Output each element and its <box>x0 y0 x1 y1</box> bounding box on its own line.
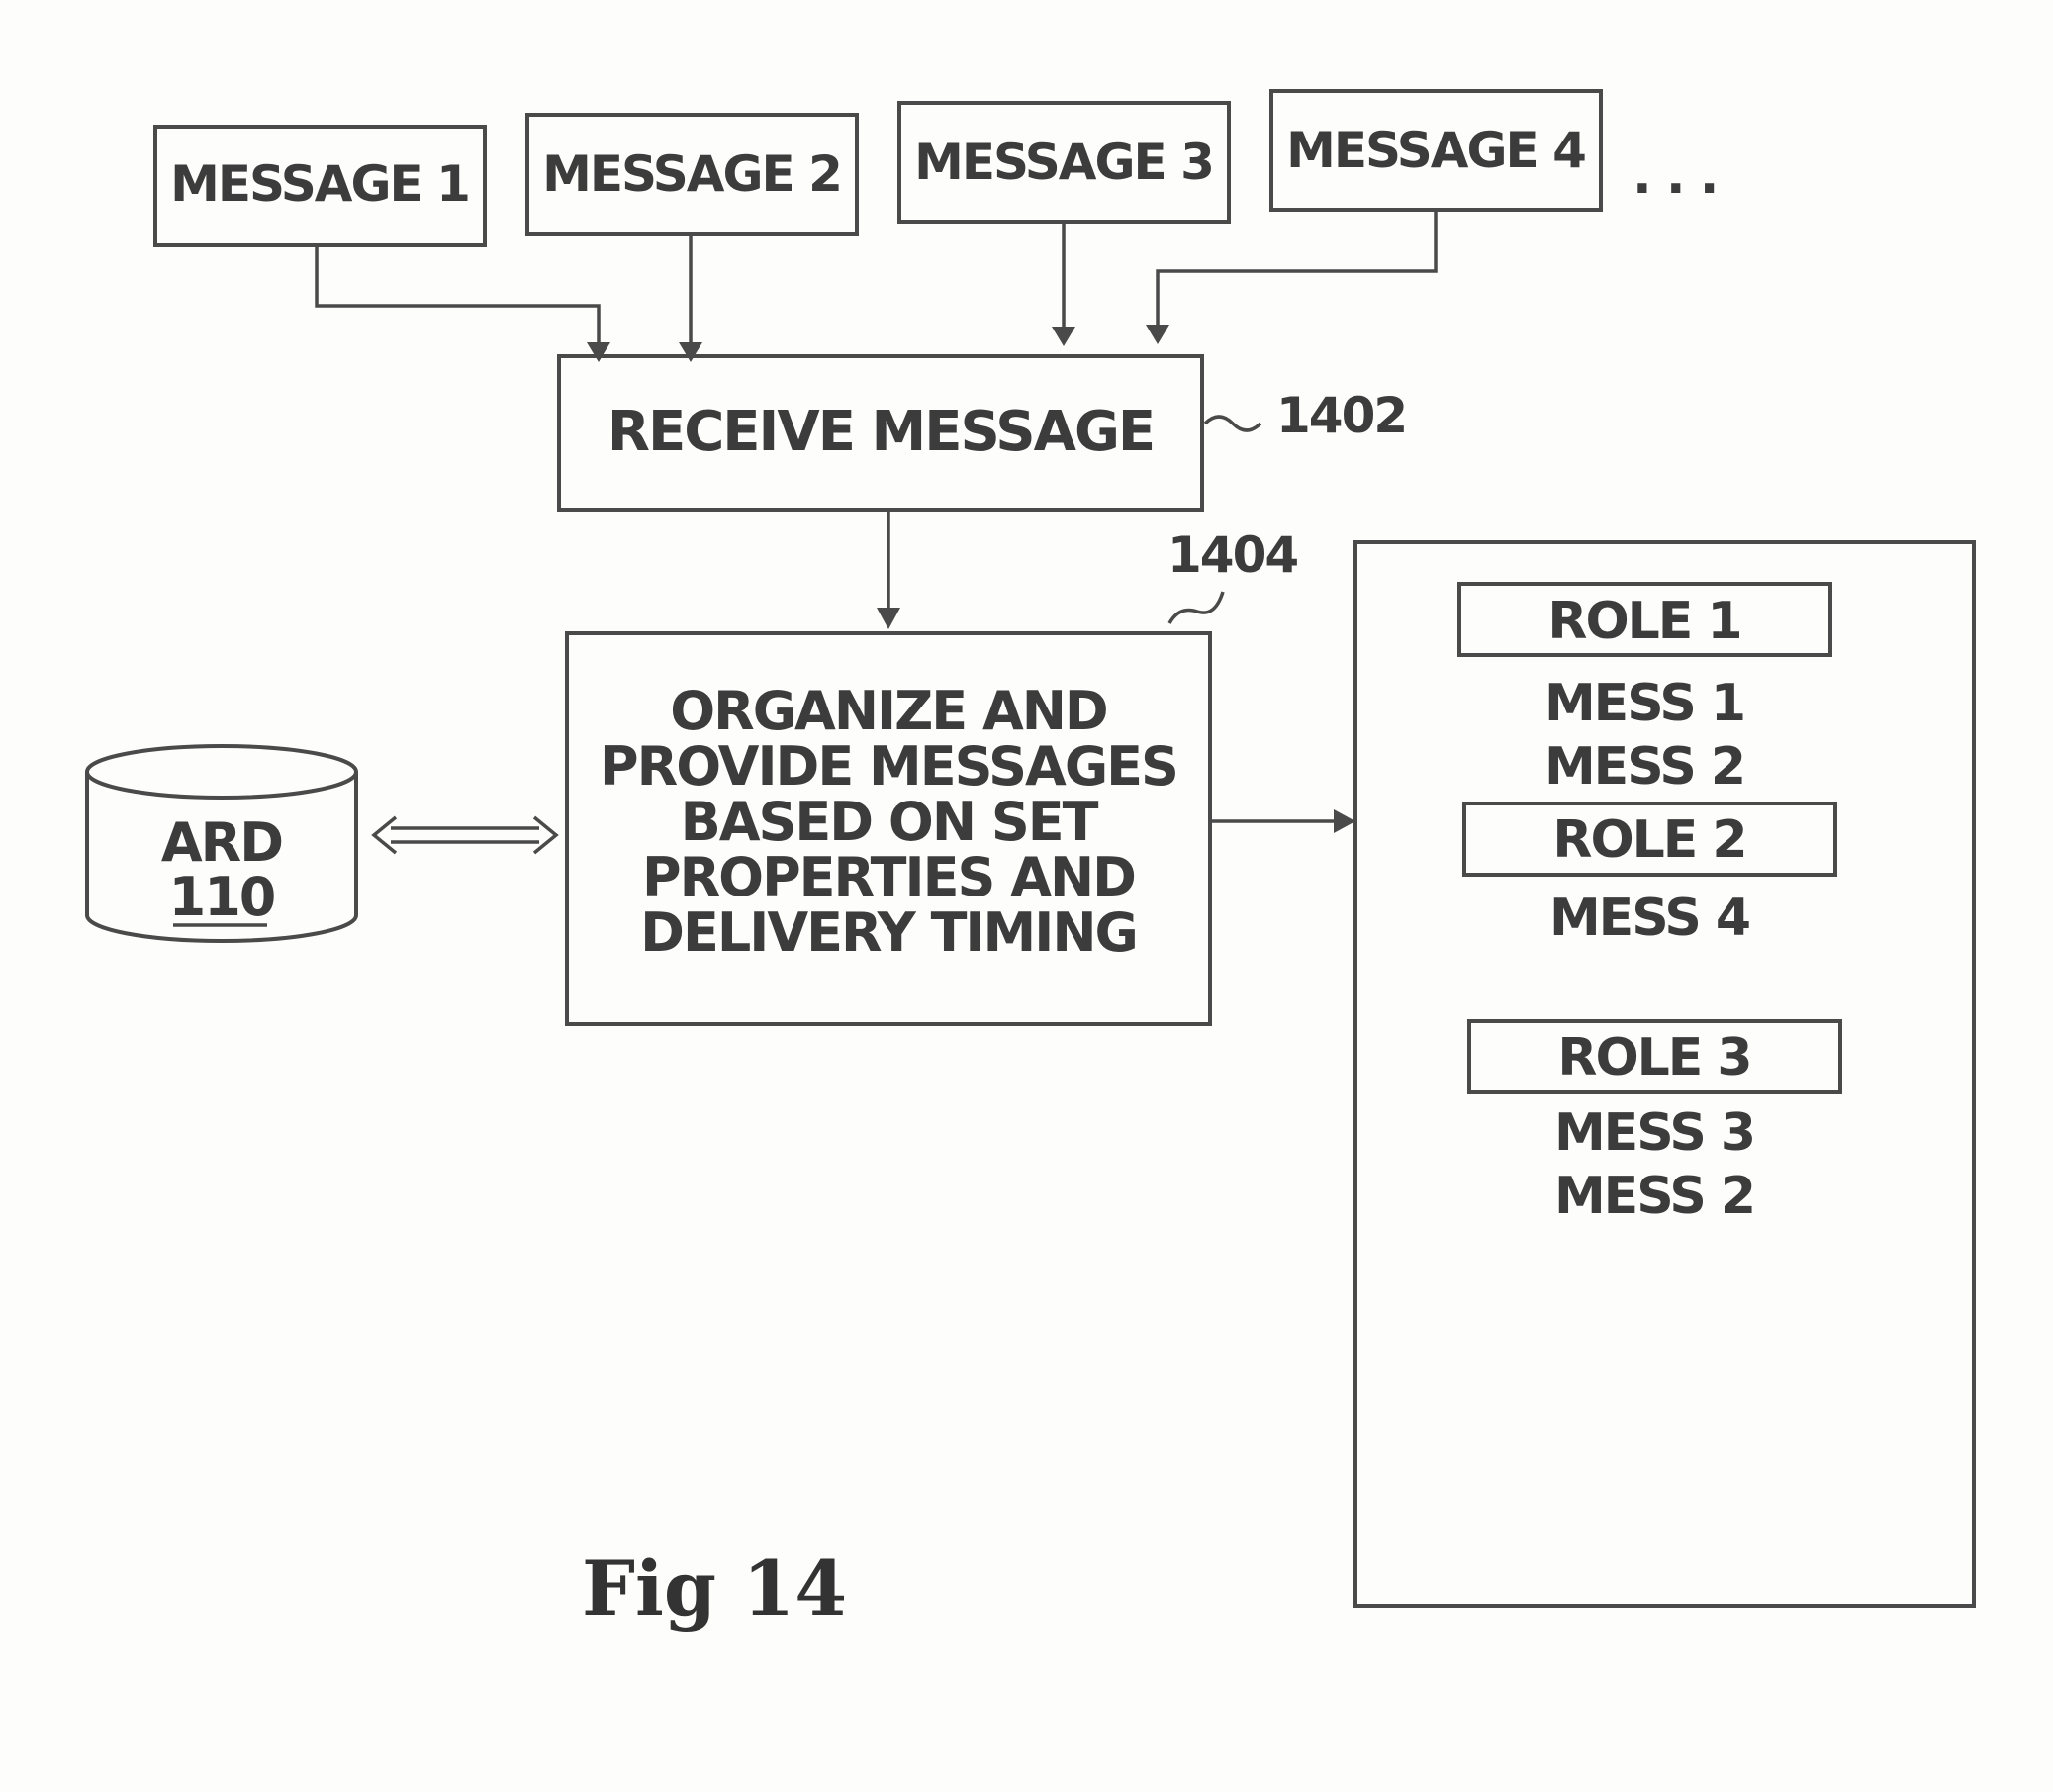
role-1-title: ROLE 1 <box>1547 592 1740 651</box>
message-box-1: MESSAGE 1 <box>155 127 485 245</box>
double-arrow-ard-organize <box>374 817 556 853</box>
more-messages-ellipsis: . . . <box>1633 146 1717 206</box>
arrowhead-message-4 <box>1146 325 1169 344</box>
arrowhead-receive-to-organize <box>877 608 900 629</box>
message-3-label: MESSAGE 3 <box>914 134 1213 191</box>
connector-message-1 <box>317 245 599 346</box>
receive-message-box: RECEIVE MESSAGE <box>559 356 1202 510</box>
message-box-3: MESSAGE 3 <box>899 103 1229 222</box>
organize-messages-box: ORGANIZE AND PROVIDE MESSAGES BASED ON S… <box>567 633 1210 1024</box>
ref-leader-1404 <box>1169 592 1223 623</box>
organize-line-1: ORGANIZE AND <box>670 680 1107 742</box>
role-2-title: ROLE 2 <box>1552 810 1745 870</box>
role-1-group: ROLE 1 MESS 1 MESS 2 <box>1459 584 1830 797</box>
organize-line-4: PROPERTIES AND <box>642 846 1135 908</box>
ard-database: ARD 110 <box>87 746 356 941</box>
ard-label: ARD <box>161 811 282 874</box>
arrowhead-message-1 <box>587 342 610 362</box>
organize-line-2: PROVIDE MESSAGES <box>600 735 1177 798</box>
role-3-item-2: MESS 2 <box>1554 1167 1754 1226</box>
message-box-4: MESSAGE 4 <box>1271 91 1601 210</box>
role-1-item-1: MESS 1 <box>1544 674 1744 733</box>
role-3-title: ROLE 3 <box>1557 1028 1750 1087</box>
ref-leader-1402 <box>1205 417 1260 430</box>
ard-number: 110 <box>169 866 275 928</box>
arrowhead-message-2 <box>679 342 702 362</box>
role-3-group: ROLE 3 MESS 3 MESS 2 <box>1469 1021 1840 1226</box>
arrowhead-message-3 <box>1052 327 1075 346</box>
ref-number-1404: 1404 <box>1167 526 1297 584</box>
role-2-item-1: MESS 4 <box>1549 889 1749 948</box>
figure-label: Fig 14 <box>582 1545 847 1633</box>
message-4-label: MESSAGE 4 <box>1286 122 1585 179</box>
message-1-label: MESSAGE 1 <box>170 155 469 213</box>
role-3-item-1: MESS 3 <box>1554 1103 1754 1163</box>
message-2-label: MESSAGE 2 <box>542 145 841 203</box>
connector-message-4 <box>1158 210 1436 327</box>
organize-line-5: DELIVERY TIMING <box>640 901 1137 964</box>
receive-message-label: RECEIVE MESSAGE <box>607 400 1154 464</box>
organize-line-3: BASED ON SET <box>681 791 1099 853</box>
ref-number-1402: 1402 <box>1276 387 1406 444</box>
message-box-2: MESSAGE 2 <box>527 115 857 234</box>
double-arrow-left-head <box>374 817 396 853</box>
role-2-group: ROLE 2 MESS 4 <box>1464 803 1835 948</box>
role-1-item-2: MESS 2 <box>1544 737 1744 797</box>
arrowhead-organize-to-roles <box>1334 809 1355 833</box>
double-arrow-right-head <box>534 817 556 853</box>
database-cylinder-top <box>87 746 356 798</box>
